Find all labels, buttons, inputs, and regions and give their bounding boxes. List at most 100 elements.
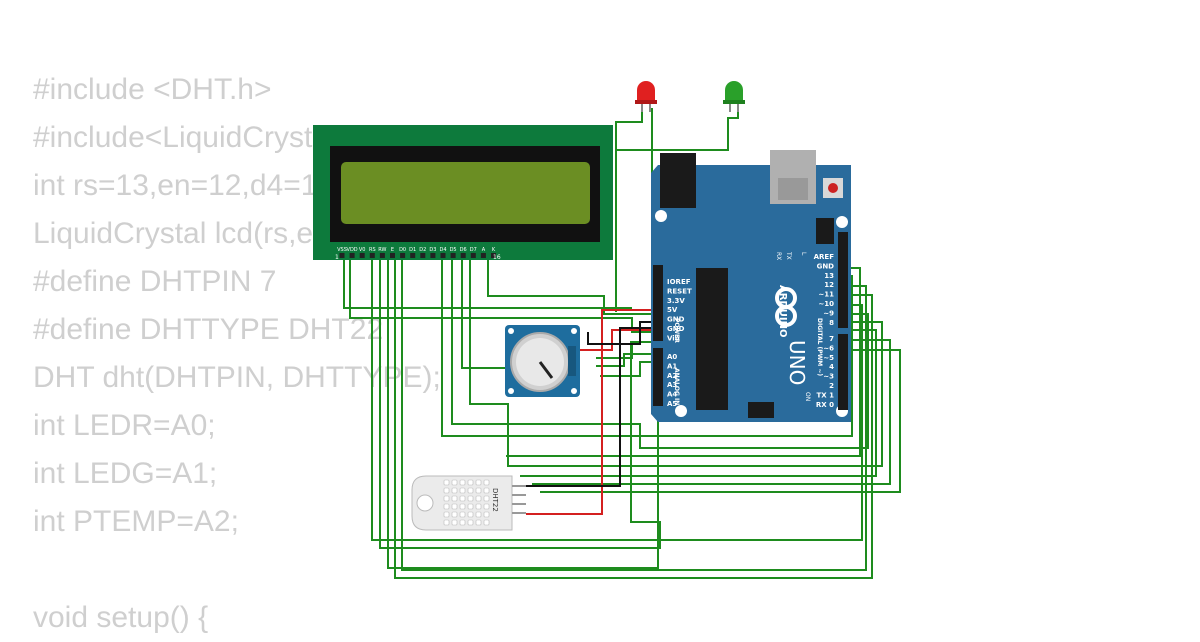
grille-hole <box>451 503 458 510</box>
lcd-pin <box>450 253 456 258</box>
grille-hole <box>483 495 490 502</box>
lcd-pin <box>390 253 395 258</box>
grille-hole <box>459 511 466 518</box>
lcd-pin-label: RS <box>369 247 376 253</box>
lcd-pin <box>369 253 375 258</box>
grille-hole <box>483 479 490 486</box>
grille-hole <box>451 511 458 518</box>
digital-pin-label: 4 <box>829 363 834 371</box>
lcd-pin-label: V0 <box>359 247 366 253</box>
code-line: DHT dht(DHTPIN, DHTTYPE); <box>33 361 441 394</box>
digital-pin-label: ~6 <box>823 344 834 352</box>
lcd-pin-label: D2 <box>419 247 426 253</box>
green-wires <box>343 103 901 579</box>
lcd-pin-label: A <box>482 247 486 253</box>
arduino-model: UNO <box>785 340 809 385</box>
lcd-pin <box>339 253 345 258</box>
code-line: #define DHTPIN 7 <box>33 265 277 298</box>
grille-hole <box>483 503 490 510</box>
grille-hole <box>483 519 490 526</box>
power-pin-label: Vin <box>667 334 680 342</box>
grille-hole <box>467 519 474 526</box>
analog-pin-label: A0 <box>667 353 677 361</box>
lcd-pin <box>410 253 416 258</box>
grille-hole <box>451 487 458 494</box>
grille-hole <box>483 511 490 518</box>
grille-hole <box>475 511 482 518</box>
led-label-l: L <box>800 252 807 256</box>
power-pin-label: GND <box>667 325 685 333</box>
power-pin-label: 5V <box>667 306 678 314</box>
grille-hole <box>459 519 466 526</box>
digital-header-top <box>838 232 848 328</box>
code-line: int PTEMP=A2; <box>33 505 239 538</box>
arduino-uno-board[interactable]: IOREFRESET3.3V5VGNDGNDVinA0A1A2A3A4A5ARE… <box>651 150 851 422</box>
lcd-pin-label: D6 <box>460 247 467 253</box>
grille-hole <box>467 479 474 486</box>
grille-hole <box>467 503 474 510</box>
lcd-pin-label: D5 <box>450 247 457 253</box>
sensor-label: DHT22 <box>491 488 499 512</box>
potentiometer[interactable] <box>505 325 580 397</box>
grille-hole <box>451 479 458 486</box>
grille-hole <box>451 495 458 502</box>
analog-pin-label: A5 <box>667 400 677 408</box>
digital-pin-label: 7 <box>829 335 834 343</box>
dht22-sensor[interactable]: DHT22 <box>411 475 526 531</box>
grille-hole <box>443 495 450 502</box>
icsp-header <box>816 218 834 244</box>
lcd-pin-label: VDD <box>347 247 358 253</box>
lcd-pin <box>400 253 406 258</box>
digital-pin-label: ~9 <box>823 309 834 317</box>
green-led[interactable] <box>723 81 745 112</box>
grille-hole <box>467 511 474 518</box>
lcd-pin-label: D0 <box>399 247 406 253</box>
digital-pin-label: AREF <box>814 253 835 261</box>
digital-pin-label: ~5 <box>823 354 834 362</box>
power-pin-label: IOREF <box>667 278 691 286</box>
digital-pin-label: ~10 <box>818 300 834 308</box>
analog-pin-label: A2 <box>667 372 677 380</box>
red-led[interactable] <box>635 81 657 112</box>
analog-header <box>653 348 663 406</box>
lcd-pin-start: 1 <box>335 254 339 261</box>
digital-pin-label: GND <box>817 262 835 270</box>
power-title: POWER <box>673 318 680 343</box>
lcd-pin <box>420 253 426 258</box>
lcd-pin-label: D1 <box>409 247 416 253</box>
digital-pin-label: TX 1 <box>817 391 835 399</box>
power-jack <box>660 153 696 208</box>
grille-hole <box>467 495 474 502</box>
lcd-pin-label: RW <box>378 247 386 253</box>
digital-pin-label: RX 0 <box>816 401 834 409</box>
power-header <box>653 265 663 341</box>
red-wires <box>526 309 660 515</box>
lcd-pin-end: 16 <box>493 254 501 261</box>
lcd-pin <box>349 253 355 258</box>
grille-hole <box>483 487 490 494</box>
arduino-logo-icon <box>775 287 797 327</box>
grille-hole <box>475 519 482 526</box>
code-line: void setup() { <box>33 601 209 634</box>
lcd-pin <box>440 253 446 258</box>
digital-pin-label: 13 <box>824 272 834 280</box>
grille-hole <box>459 495 466 502</box>
lcd-pin-label: VSS <box>337 247 347 253</box>
power-pin-label: GND <box>667 316 685 324</box>
analog-pin-label: A3 <box>667 381 677 389</box>
code-line: int LEDR=A0; <box>33 409 216 442</box>
knob-indicator <box>538 361 554 379</box>
sensor-grille <box>443 479 490 526</box>
digital-pin-label: 8 <box>829 319 834 327</box>
grille-hole <box>475 495 482 502</box>
digital-header-bottom <box>838 334 848 410</box>
analog-pin-label: A1 <box>667 362 677 370</box>
lcd-pin-label: K <box>492 247 496 253</box>
grille-hole <box>459 487 466 494</box>
digital-pin-label: ~3 <box>823 373 834 381</box>
power-pin-label: RESET <box>667 287 692 295</box>
led-label-tx: TX <box>785 251 792 260</box>
